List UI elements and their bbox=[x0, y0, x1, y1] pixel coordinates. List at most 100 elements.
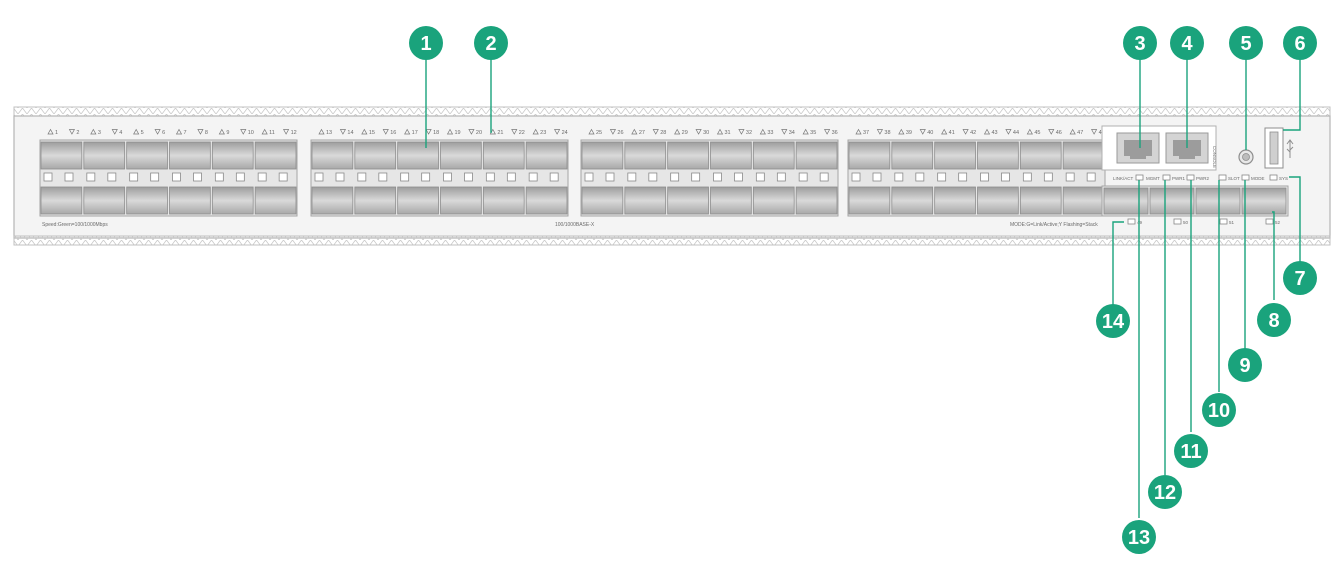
sfp-port-1[interactable] bbox=[40, 141, 83, 170]
sfp-port-31[interactable] bbox=[710, 141, 752, 170]
sfp-port-22[interactable] bbox=[482, 186, 525, 215]
sfp-uplink-port-51[interactable] bbox=[1195, 187, 1241, 215]
port-number-label: 46 bbox=[1056, 130, 1062, 136]
sfp-port-27[interactable] bbox=[624, 141, 667, 170]
sfp-port-15[interactable] bbox=[354, 141, 397, 170]
triangle-up-icon bbox=[218, 128, 225, 135]
port-led-19 bbox=[443, 172, 452, 182]
sfp-port-7[interactable] bbox=[169, 141, 211, 170]
port-led-38 bbox=[872, 172, 882, 182]
sfp-uplink-led bbox=[1219, 218, 1228, 225]
usb-port[interactable] bbox=[1264, 127, 1284, 169]
sfp-uplink-port-49[interactable] bbox=[1103, 187, 1149, 215]
sfp-port-12[interactable] bbox=[254, 186, 297, 215]
callout-circle bbox=[1123, 26, 1157, 60]
sfp-port-26[interactable] bbox=[581, 186, 624, 215]
port-number-label: 39 bbox=[906, 130, 912, 136]
sfp-port-34[interactable] bbox=[752, 186, 795, 215]
sfp-port-4[interactable] bbox=[83, 186, 126, 215]
sfp-port-9[interactable] bbox=[211, 141, 254, 170]
sfp-port-17[interactable] bbox=[397, 141, 439, 170]
triangle-up-icon bbox=[802, 128, 809, 135]
sfp-port-18[interactable] bbox=[397, 186, 439, 215]
sfp-port-46[interactable] bbox=[1019, 186, 1062, 215]
triangle-down-icon bbox=[68, 129, 76, 135]
callout-circle bbox=[1257, 303, 1291, 337]
callout-number: 11 bbox=[1180, 441, 1201, 463]
port-group-2 bbox=[310, 139, 569, 217]
sfp-port-6[interactable] bbox=[126, 186, 168, 215]
triangle-up-icon bbox=[631, 128, 638, 135]
sfp-port-35[interactable] bbox=[795, 141, 838, 170]
triangle-up-icon bbox=[47, 128, 54, 135]
triangle-down-icon bbox=[468, 129, 475, 135]
sfp-port-13[interactable] bbox=[311, 141, 354, 170]
sfp-port-14[interactable] bbox=[311, 186, 354, 215]
sfp-port-23[interactable] bbox=[525, 141, 568, 170]
sfp-uplink-led bbox=[1173, 218, 1182, 225]
triangle-up-icon bbox=[1026, 128, 1033, 135]
port-led-10 bbox=[235, 172, 245, 182]
sfp-port-48[interactable] bbox=[1062, 186, 1105, 215]
callout-circle bbox=[1229, 26, 1263, 60]
sfp-port-5[interactable] bbox=[126, 141, 168, 170]
sfp-port-3[interactable] bbox=[83, 141, 126, 170]
port-number-label: 23 bbox=[540, 130, 546, 136]
sfp-port-24[interactable] bbox=[525, 186, 568, 215]
console-port[interactable] bbox=[1116, 132, 1160, 164]
sfp-port-45[interactable] bbox=[1019, 141, 1062, 170]
sfp-port-37[interactable] bbox=[848, 141, 891, 170]
port-number-label: 38 bbox=[884, 130, 890, 136]
triangle-down-icon bbox=[197, 129, 204, 135]
mode-legend-text: MODE:G=Link/Active;Y Flashing=Stack bbox=[1010, 222, 1098, 228]
sfp-port-11[interactable] bbox=[254, 141, 297, 170]
sfp-uplink-label: 51 bbox=[1229, 220, 1235, 225]
port-number-label: 4 bbox=[119, 130, 122, 136]
port-led-44 bbox=[1001, 172, 1010, 182]
port-number-label: 11 bbox=[269, 130, 275, 136]
sfp-uplink-port-50[interactable] bbox=[1149, 187, 1195, 215]
sfp-port-47[interactable] bbox=[1062, 141, 1105, 170]
port-led-47 bbox=[1065, 172, 1075, 182]
port-led-25 bbox=[584, 172, 594, 182]
sfp-port-2[interactable] bbox=[40, 186, 83, 215]
port-led-22 bbox=[506, 172, 516, 182]
port-number-label: 22 bbox=[519, 130, 525, 136]
port-led-21 bbox=[485, 172, 495, 182]
sfp-port-21[interactable] bbox=[482, 141, 525, 170]
reset-button[interactable] bbox=[1238, 149, 1254, 165]
port-number-label: 41 bbox=[949, 130, 955, 136]
sfp-port-25[interactable] bbox=[581, 141, 624, 170]
triangle-up-icon bbox=[361, 128, 368, 135]
sfp-port-28[interactable] bbox=[624, 186, 667, 215]
sfp-port-16[interactable] bbox=[354, 186, 397, 215]
sfp-port-33[interactable] bbox=[752, 141, 795, 170]
port-number-label: 37 bbox=[863, 130, 869, 136]
port-led-45 bbox=[1022, 172, 1032, 182]
sfp-port-32[interactable] bbox=[710, 186, 752, 215]
callout-number: 4 bbox=[1181, 33, 1193, 55]
sfp-port-40[interactable] bbox=[891, 186, 934, 215]
sfp-port-38[interactable] bbox=[848, 186, 891, 215]
port-group-4 bbox=[847, 139, 1106, 217]
sfp-port-30[interactable] bbox=[667, 186, 709, 215]
callout-number: 10 bbox=[1208, 400, 1230, 422]
sfp-port-41[interactable] bbox=[934, 141, 976, 170]
callout-number: 1 bbox=[420, 33, 431, 55]
led-slot bbox=[1218, 174, 1227, 181]
port-number-label: 2 bbox=[76, 130, 79, 136]
sfp-port-8[interactable] bbox=[169, 186, 211, 215]
sfp-port-20[interactable] bbox=[440, 186, 482, 215]
sfp-port-36[interactable] bbox=[795, 186, 838, 215]
sfp-port-42[interactable] bbox=[934, 186, 976, 215]
sfp-port-43[interactable] bbox=[977, 141, 1019, 170]
sfp-port-19[interactable] bbox=[440, 141, 482, 170]
sfp-port-39[interactable] bbox=[891, 141, 934, 170]
callout-circle bbox=[1170, 26, 1204, 60]
sfp-port-10[interactable] bbox=[211, 186, 254, 215]
triangle-up-icon bbox=[446, 128, 454, 135]
sfp-port-44[interactable] bbox=[977, 186, 1019, 215]
sfp-uplink-port-52[interactable] bbox=[1241, 187, 1287, 215]
sfp-port-29[interactable] bbox=[667, 141, 709, 170]
